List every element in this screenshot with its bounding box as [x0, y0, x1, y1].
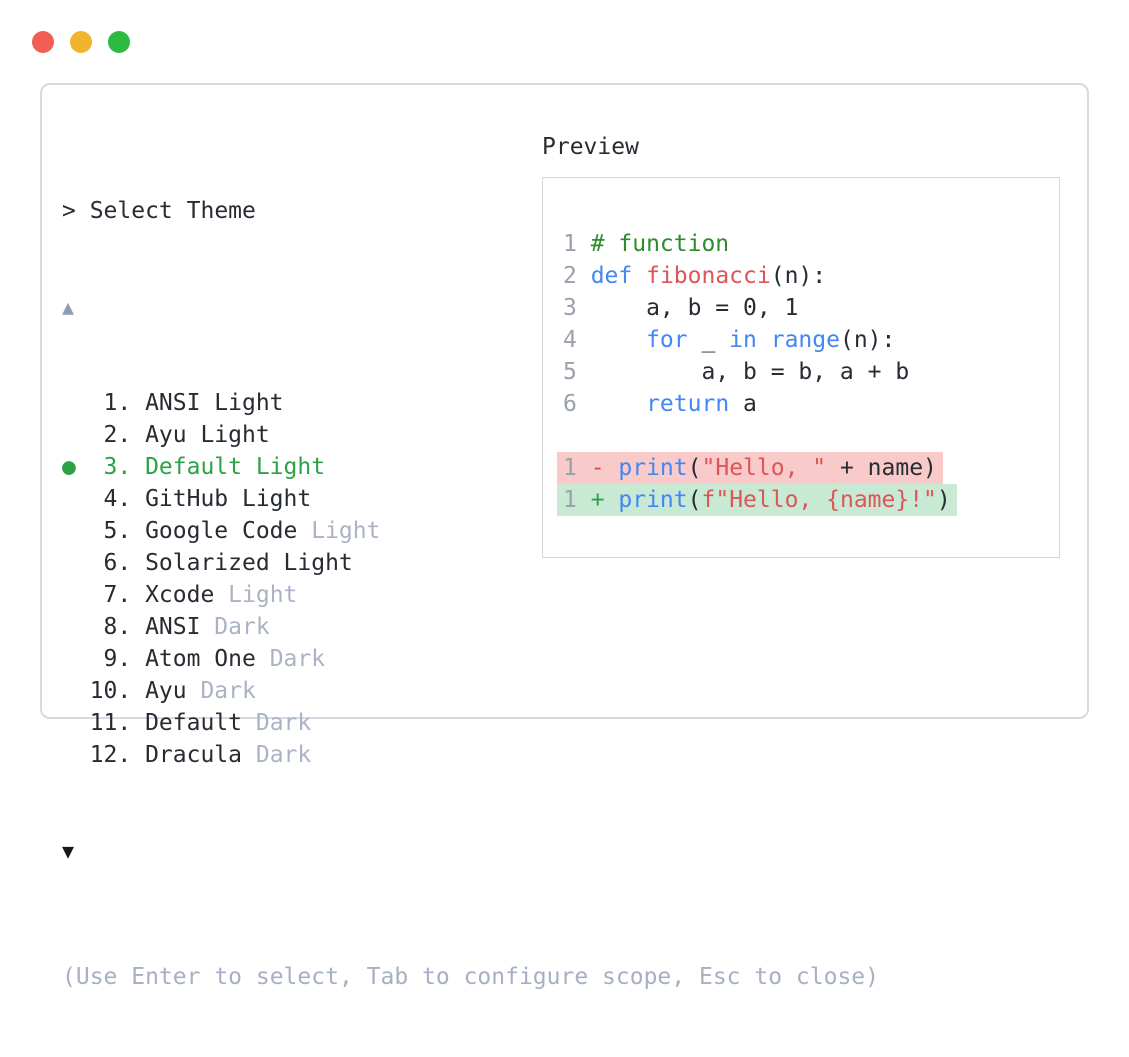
theme-item[interactable]: ● 3. Default Light: [62, 451, 879, 483]
theme-item-number: 2.: [103, 422, 132, 448]
theme-item[interactable]: 5. Google Code Light: [62, 515, 879, 547]
theme-selector-dialog: > Select Theme ▲ 1. ANSI Light 2. Ayu Ligh…: [40, 83, 1089, 990]
line-number: 1: [563, 487, 577, 513]
theme-item[interactable]: 2. Ayu Light: [62, 419, 879, 451]
line-number: 5: [563, 359, 577, 385]
theme-item-variant: Light: [297, 518, 381, 544]
marker-spacer: [62, 707, 90, 739]
line-number: 2: [563, 263, 577, 289]
theme-prompt: > Select Theme: [62, 198, 256, 224]
theme-list: 1. ANSI Light 2. Ayu Light ● 3. Default Light…: [62, 387, 879, 771]
theme-item-label: Ayu Light: [145, 422, 270, 448]
marker-spacer: [62, 643, 90, 675]
line-number: 1: [563, 231, 577, 257]
scroll-up-icon[interactable]: ▲: [62, 295, 75, 319]
theme-item[interactable]: 10. Ayu Dark: [62, 675, 879, 707]
code-line: 6 return a: [563, 388, 1059, 420]
diff-removed-highlight: 1- print("Hello, " + name): [557, 452, 943, 484]
selected-indicator-icon: ●: [62, 454, 76, 480]
theme-item-label: ANSI Light: [145, 390, 284, 416]
theme-item[interactable]: 12. Dracula Dark: [62, 739, 879, 771]
theme-item-label: Xcode: [145, 582, 215, 608]
theme-item-variant: Dark: [186, 678, 256, 704]
theme-item[interactable]: 6. Solarized Light: [62, 547, 879, 579]
theme-item-label: Dracula: [145, 742, 242, 768]
marker-spacer: [62, 419, 90, 451]
theme-item-variant: Dark: [255, 646, 326, 672]
theme-item-number: 1.: [103, 390, 132, 416]
marker-spacer: [62, 611, 90, 643]
window-controls: [32, 31, 130, 53]
theme-item-variant: Dark: [242, 710, 312, 736]
theme-item-number: 4.: [103, 486, 132, 512]
theme-item-label: ANSI: [145, 614, 201, 640]
theme-item-label: Ayu: [145, 678, 187, 704]
code-line: 1# function: [563, 228, 1059, 260]
marker-spacer: [62, 579, 90, 611]
theme-item-number: 9.: [103, 646, 132, 672]
theme-item-number: 5.: [103, 518, 132, 544]
line-number: 3: [563, 295, 577, 321]
theme-item-label: Solarized Light: [145, 550, 353, 576]
marker-spacer: [62, 387, 90, 419]
marker-spacer: [62, 675, 90, 707]
theme-item[interactable]: 7. Xcode Light: [62, 579, 879, 611]
app-window: { "window": { "controls": [ { "name": "c…: [32, 31, 1089, 990]
theme-item[interactable]: 4. GitHub Light: [62, 483, 879, 515]
marker-spacer: [62, 515, 90, 547]
theme-item-number: 11.: [89, 710, 132, 736]
theme-item[interactable]: 9. Atom One Dark: [62, 643, 879, 675]
theme-item-variant: Dark: [200, 614, 270, 640]
theme-item-number: 8.: [103, 614, 132, 640]
theme-item-label: GitHub Light: [145, 486, 312, 512]
diff-line: 1+ print(f"Hello, {name}!"): [557, 484, 1059, 516]
theme-item-label: Atom One: [145, 646, 256, 672]
theme-item-variant: Dark: [242, 742, 312, 768]
diff-line: 1- print("Hello, " + name): [557, 452, 1059, 484]
line-number: 1: [563, 455, 577, 481]
theme-item-label: Default Light: [145, 454, 326, 480]
marker-spacer: [62, 483, 90, 515]
theme-item[interactable]: 8. ANSI Dark: [62, 611, 879, 643]
theme-item-number: 10.: [89, 678, 132, 704]
line-number: 4: [563, 327, 577, 353]
theme-item-label: Default: [145, 710, 242, 736]
zoom-button[interactable]: [108, 31, 130, 53]
theme-item-number: 12.: [89, 742, 132, 768]
theme-item[interactable]: 1. ANSI Light: [62, 387, 879, 419]
line-number: 6: [563, 391, 577, 417]
theme-item[interactable]: 11. Default Dark: [62, 707, 879, 739]
theme-item-number: 7.: [103, 582, 132, 608]
theme-item-variant: Light: [214, 582, 298, 608]
code-line: 3 a, b = 0, 1: [563, 292, 1059, 324]
theme-item-label: Google Code: [145, 518, 298, 544]
theme-item-number: 3.: [103, 454, 132, 480]
theme-item-number: 6.: [103, 550, 132, 576]
minimize-button[interactable]: [70, 31, 92, 53]
marker-spacer: [62, 547, 90, 579]
preview-label: Preview: [542, 134, 639, 160]
keyboard-hint: (Use Enter to select, Tab to configure s…: [62, 964, 879, 990]
code-line: 5 a, b = b, a + b: [563, 356, 1059, 388]
code-line: 4 for _ in range(n):: [563, 324, 1059, 356]
scroll-down-icon[interactable]: ▼: [62, 839, 75, 863]
marker-spacer: [62, 739, 90, 771]
diff-added-highlight: 1+ print(f"Hello, {name}!"): [557, 484, 957, 516]
close-button[interactable]: [32, 31, 54, 53]
code-line: [563, 420, 1059, 452]
